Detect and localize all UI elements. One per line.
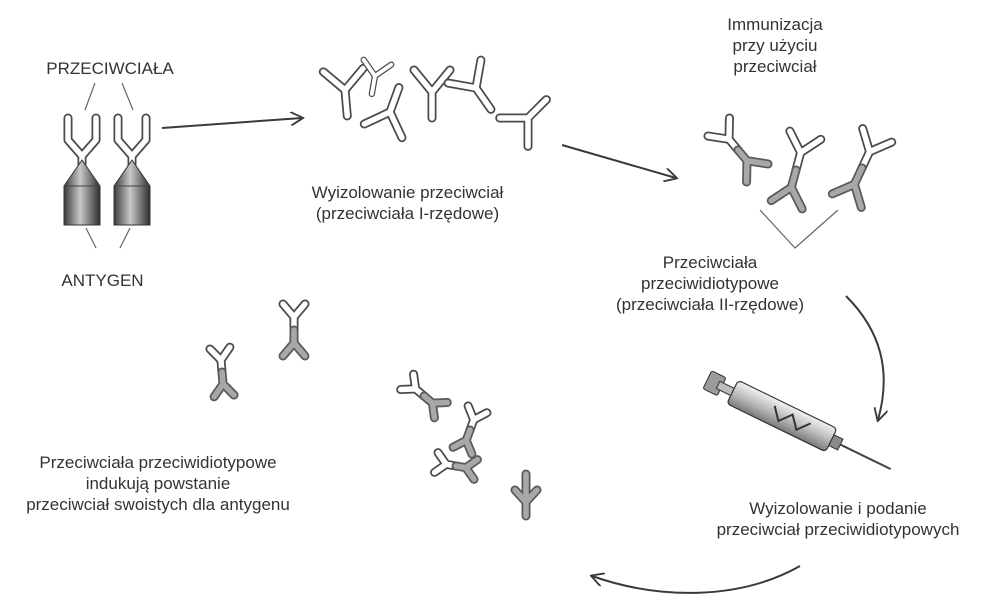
label-antigen: ANTYGEN <box>30 270 175 291</box>
label-induction-line3: przeciwciał swoistych dla antygenu <box>8 494 308 515</box>
label-anti-idiotypic-line1: Przeciwciała <box>590 252 830 273</box>
label-induction-line2: indukują powstanie <box>8 473 308 494</box>
label-immunization-line2: przy użyciu <box>700 35 850 56</box>
arrow-to-syringe <box>846 296 884 420</box>
arrow-immunization <box>562 145 676 178</box>
label-immunization: Immunizacja przy użyciu przeciwciał <box>700 14 850 77</box>
anti-idiotypic-pairs <box>708 118 892 248</box>
label-anti-idiotypic-line3: (przeciwciała II-rzędowe) <box>590 294 830 315</box>
label-antibodies: PRZECIWCIAŁA <box>30 58 190 79</box>
label-isolation: Wyizolowanie przeciwciał (przeciwciała I… <box>280 182 535 224</box>
label-administration-line1: Wyizolowanie i podanie <box>688 498 988 519</box>
label-induction-line1: Przeciwciała przeciwidiotypowe <box>8 452 308 473</box>
label-induction: Przeciwciała przeciwidiotypowe indukują … <box>8 452 308 515</box>
syringe-icon <box>702 368 897 481</box>
antigen-icon <box>114 160 150 225</box>
label-anti-idiotypic-line2: przeciwidiotypowe <box>590 273 830 294</box>
isolated-antibodies-cluster <box>323 60 560 147</box>
arrow-to-induction <box>592 566 800 593</box>
label-immunization-line3: przeciwciał <box>700 56 850 77</box>
label-administration: Wyizolowanie i podanie przeciwciał przec… <box>688 498 988 540</box>
label-isolation-line1: Wyizolowanie przeciwciał <box>280 182 535 203</box>
label-immunization-line1: Immunizacja <box>700 14 850 35</box>
antigen-antibody-group <box>64 83 150 248</box>
antigen-icon <box>64 160 100 225</box>
label-administration-line2: przeciwciał przeciwidiotypowych <box>688 519 988 540</box>
label-anti-idiotypic: Przeciwciała przeciwidiotypowe (przeciwc… <box>590 252 830 315</box>
label-isolation-line2: (przeciwciała I-rzędowe) <box>280 203 535 224</box>
arrow-isolation <box>162 118 302 128</box>
